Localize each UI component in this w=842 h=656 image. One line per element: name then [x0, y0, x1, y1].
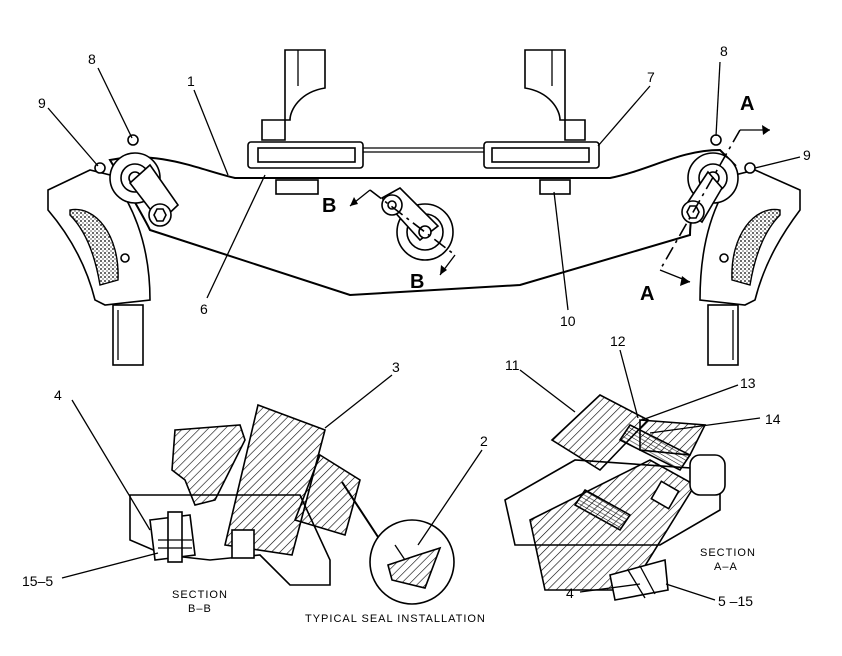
label-part-2: 2 — [480, 433, 488, 449]
caption-typical-seal-installation: TYPICAL SEAL INSTALLATION — [305, 613, 486, 625]
aa-spring-pack — [618, 423, 692, 472]
main-axle-assembly — [47, 49, 801, 366]
right-frame-rail — [524, 49, 586, 141]
bb-bolt — [167, 511, 183, 563]
label-part-8-right: 8 — [720, 43, 728, 59]
label-part-3: 3 — [392, 359, 400, 375]
section-bb-cut-line — [369, 189, 456, 256]
section-bb-view — [129, 403, 455, 605]
label-part-11: 11 — [505, 357, 520, 373]
left-bracket-shade — [69, 208, 119, 286]
label-part-15-5: 15–5 — [22, 573, 53, 589]
label-part-9-right: 9 — [803, 147, 811, 163]
bb-upper-block — [171, 424, 246, 506]
label-part-8-left: 8 — [88, 51, 96, 67]
caption-section-bb-line2: B–B — [188, 603, 212, 615]
section-marker-a-bottom: A — [640, 283, 654, 305]
section-marker-a-top: A — [740, 93, 754, 115]
label-part-13: 13 — [740, 375, 756, 391]
right-wear-block — [539, 179, 571, 195]
main-beam — [108, 148, 737, 297]
seal-profile — [387, 546, 442, 589]
left-frame-rail — [261, 49, 326, 141]
caption-section-bb-line1: SECTION — [172, 589, 228, 601]
section-markers: A A B B — [322, 93, 754, 305]
label-part-12: 12 — [610, 333, 626, 349]
right-bracket-shade — [731, 208, 781, 286]
label-part-4-right: 4 — [566, 585, 574, 601]
label-part-4-left: 4 — [54, 387, 62, 403]
left-pad-inner — [257, 147, 356, 163]
right-bolt-9 — [744, 162, 756, 174]
captions: SECTION B–B SECTION A–A TYPICAL SEAL INS… — [172, 547, 756, 625]
label-part-1: 1 — [187, 73, 195, 89]
right-grease-fitting — [710, 134, 722, 146]
section-marker-b-left: B — [322, 195, 336, 217]
label-part-6: 6 — [200, 301, 208, 317]
caption-section-aa-line2: A–A — [714, 561, 738, 573]
bb-right-block — [293, 453, 361, 537]
label-part-14: 14 — [765, 411, 781, 427]
aa-inner-spring — [573, 488, 632, 532]
left-grease-fitting — [127, 134, 139, 146]
label-part-9-left: 9 — [38, 95, 46, 111]
section-marker-b-right: B — [410, 271, 424, 293]
section-aa-view — [504, 394, 726, 601]
label-part-7: 7 — [647, 69, 655, 85]
label-part-10: 10 — [560, 313, 576, 329]
label-part-5-15: 5 –15 — [718, 593, 753, 609]
right-pad-inner — [491, 147, 590, 163]
leader-lines — [47, 61, 801, 601]
part-labels: 1 8 9 8 9 7 6 10 4 15–5 3 2 11 12 13 14 … — [22, 43, 811, 609]
caption-section-aa-line1: SECTION — [700, 547, 756, 559]
left-wear-block — [275, 179, 319, 195]
